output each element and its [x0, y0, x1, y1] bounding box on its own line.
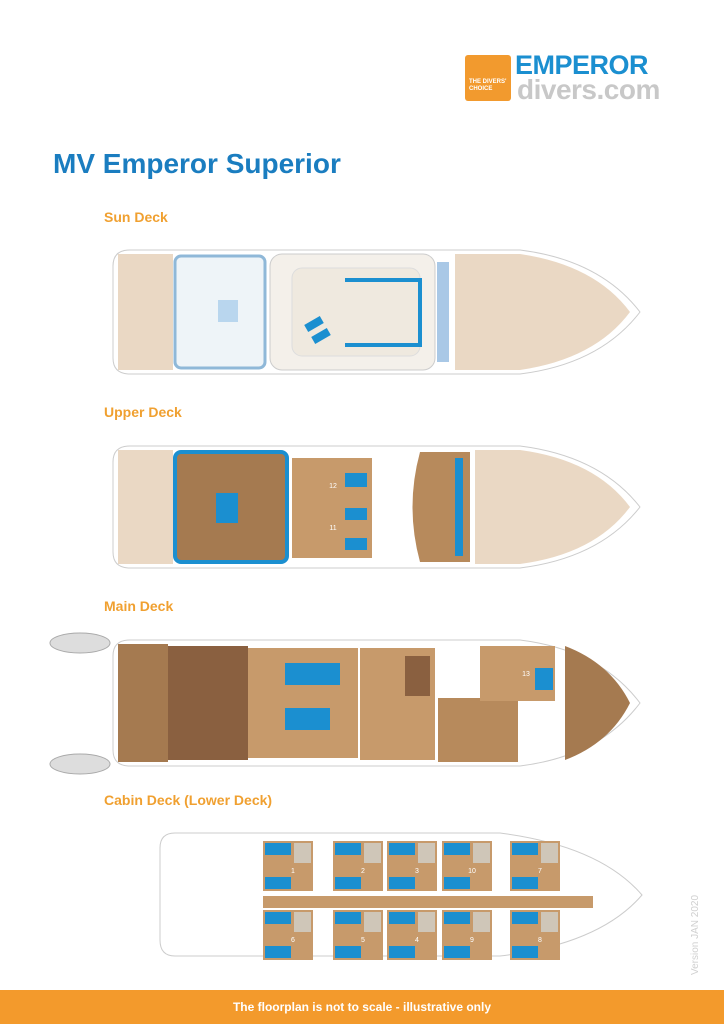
- cabin-number: 1: [291, 868, 295, 875]
- logo-brand: EMPEROR: [515, 50, 649, 80]
- sofa: [285, 663, 340, 685]
- bathroom: [418, 912, 435, 932]
- bed: [335, 946, 361, 958]
- bathroom: [418, 843, 435, 863]
- cabin-number: 2: [361, 868, 365, 875]
- cabin-number: 4: [415, 937, 419, 944]
- bathroom: [364, 843, 381, 863]
- disclaimer: The floorplan is not to scale - illustra…: [232, 1000, 492, 1014]
- stern-deck: [118, 254, 173, 370]
- dining-table: [405, 656, 430, 696]
- version-label: Version JAN 2020: [690, 894, 701, 975]
- sunbed: [304, 316, 324, 332]
- bed: [265, 912, 291, 924]
- bathroom: [541, 912, 558, 932]
- bed: [345, 508, 367, 520]
- footer-bar: The floorplan is not to scale - illustra…: [0, 990, 724, 1024]
- main-deck-label: Main Deck: [104, 598, 174, 614]
- cabin-number: 10: [468, 868, 476, 875]
- dive-deck-benches: [168, 646, 248, 760]
- tender-boat: [49, 753, 111, 775]
- cabin-number: 8: [538, 937, 542, 944]
- bed: [345, 538, 367, 550]
- cabin-deck-label: Cabin Deck (Lower Deck): [104, 792, 273, 808]
- sunbeds: [216, 493, 238, 523]
- bow-deck: [455, 254, 630, 370]
- bed: [444, 912, 470, 924]
- bathroom: [541, 843, 558, 863]
- page-title: MV Emperor Superior: [53, 148, 341, 179]
- bow-deck: [565, 646, 630, 760]
- main-deck-plan: 13: [49, 632, 641, 775]
- bed: [345, 473, 367, 487]
- logo-badge: THE DIVERS' CHOICE: [465, 55, 511, 101]
- bed: [389, 946, 415, 958]
- cabin-number: 7: [538, 868, 542, 875]
- cabin-number: 11: [329, 525, 336, 532]
- windows: [437, 262, 449, 362]
- bed: [444, 843, 470, 855]
- upper-deck-plan: 12 11: [112, 445, 641, 569]
- bed: [512, 946, 538, 958]
- dive-deck: [118, 644, 168, 762]
- bed: [389, 912, 415, 924]
- bed: [389, 843, 415, 855]
- stern-deck: [118, 450, 173, 564]
- galley: [438, 698, 518, 762]
- sofa: [285, 708, 330, 730]
- sunbed: [311, 328, 331, 344]
- tender-boat: [49, 632, 111, 654]
- bed: [535, 668, 553, 690]
- chairs: [218, 300, 238, 322]
- bathroom: [294, 843, 311, 863]
- bed: [512, 843, 538, 855]
- bathroom: [473, 912, 490, 932]
- bathroom: [473, 843, 490, 863]
- logo-badge-text: THE DIVERS' CHOICE: [469, 79, 507, 92]
- bed: [335, 912, 361, 924]
- bed: [444, 877, 470, 889]
- bed: [265, 946, 291, 958]
- bathroom: [294, 912, 311, 932]
- cabin-number: 12: [329, 483, 337, 490]
- bow-deck: [475, 450, 630, 564]
- cabin-deck-plan: 1 2 3 10 7 6 5 4 9 8: [159, 832, 643, 960]
- logo-domain: divers.com: [517, 74, 660, 105]
- upper-deck-label: Upper Deck: [104, 404, 182, 420]
- corridor: [263, 896, 593, 908]
- cabin-number: 3: [415, 868, 419, 875]
- bench: [345, 278, 422, 347]
- bed: [265, 843, 291, 855]
- bed: [389, 877, 415, 889]
- bathroom: [364, 912, 381, 932]
- cabin-number: 6: [291, 937, 295, 944]
- sun-deck-label: Sun Deck: [104, 209, 168, 225]
- bed: [512, 877, 538, 889]
- bed: [512, 912, 538, 924]
- sun-deck-plan: [112, 249, 641, 375]
- cabin-number: 13: [522, 671, 530, 678]
- bed: [335, 843, 361, 855]
- windows: [455, 458, 463, 556]
- bed: [265, 877, 291, 889]
- cabin-number: 9: [470, 937, 474, 944]
- bed: [335, 877, 361, 889]
- bed: [444, 946, 470, 958]
- cabin-number: 5: [361, 937, 365, 944]
